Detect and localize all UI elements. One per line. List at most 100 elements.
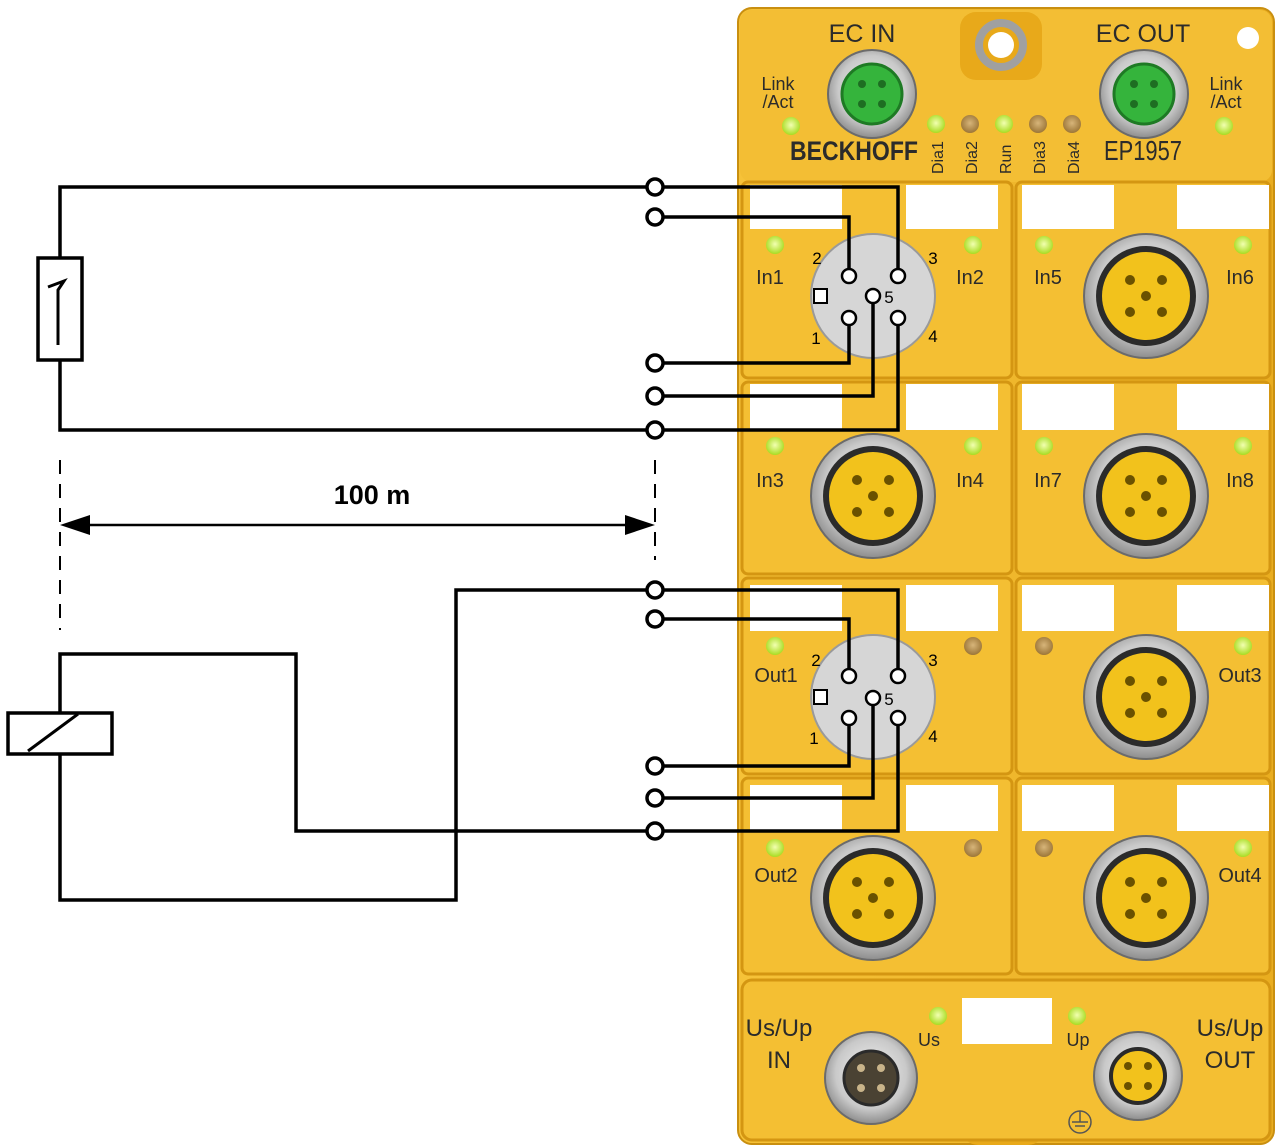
in6-led (1234, 236, 1252, 254)
out4-diag-led (1035, 839, 1053, 857)
terminal (645, 821, 665, 841)
terminal (645, 788, 665, 808)
in6-label: In6 (1226, 267, 1254, 289)
wire-actuator-supply (58, 652, 655, 833)
in3-label: In3 (756, 470, 784, 492)
terminal (645, 756, 665, 776)
wire-sensor-top (58, 185, 655, 258)
power-in-connector (824, 1031, 918, 1125)
pin-label: 1 (809, 729, 818, 748)
out3-led (1234, 637, 1252, 655)
wire-sensor-bottom (58, 360, 655, 432)
wiring (58, 185, 900, 902)
in4-led (964, 437, 982, 455)
label-field (906, 384, 998, 430)
terminal (645, 386, 665, 406)
run-label: Run (998, 145, 1015, 174)
pin-label: 1 (811, 329, 820, 348)
out2-label: Out2 (754, 865, 797, 887)
in8-led (1234, 437, 1252, 455)
socket-out4 (1083, 835, 1209, 961)
ground-symbol-icon (1068, 1110, 1092, 1134)
socket-in7-in8 (1083, 433, 1209, 559)
power-out-label-line2: OUT (1205, 1047, 1256, 1074)
ec-in-label: EC IN (829, 20, 896, 48)
in7-label: In7 (1034, 470, 1062, 492)
pin-label: 2 (811, 651, 820, 670)
dia2-label: Dia2 (964, 141, 981, 174)
brand-logo: BECKHOFF (790, 136, 918, 166)
ep1957-module: EC IN EC OUT Link /Act Link /Act BECKHOF… (737, 7, 1275, 1145)
wire-pin5-bottom (655, 705, 875, 800)
wire-pin4-top (655, 325, 900, 432)
socket-in5-in6 (1083, 233, 1209, 359)
wire-pin5-top (655, 303, 875, 398)
pin-label: 4 (928, 327, 937, 346)
arrow-left-icon (60, 515, 90, 535)
arrow-right-icon (625, 515, 655, 535)
socket-out3 (1083, 634, 1209, 760)
link-act-right-line2: /Act (1210, 92, 1241, 112)
socket-in3-in4 (810, 433, 936, 559)
label-field (1177, 185, 1269, 229)
pin-labels-bottom: 1 2 3 4 5 (809, 651, 937, 748)
label-field (906, 185, 998, 229)
out2-led (766, 839, 784, 857)
run-led (995, 115, 1013, 133)
pin-label: 4 (928, 727, 937, 746)
dia1-label: Dia1 (930, 141, 947, 174)
dia4-label: Dia4 (1066, 141, 1083, 174)
link-act-left-line2: /Act (762, 92, 793, 112)
pin-label: 3 (928, 651, 937, 670)
label-field (1022, 585, 1114, 631)
up-led (1068, 1007, 1086, 1025)
pin-label: 3 (928, 249, 937, 268)
link-act-left-line1: Link (761, 74, 795, 94)
terminals (645, 177, 665, 841)
up-label: Up (1066, 1030, 1089, 1050)
mount-hole-top-right (1237, 27, 1259, 49)
in1-label: In1 (756, 267, 784, 289)
wire-actuator-return (58, 588, 655, 902)
in7-led (1035, 437, 1053, 455)
dia3-label: Dia3 (1032, 141, 1049, 174)
relay-coil-icon (6, 711, 114, 756)
ec-out-connector (1099, 49, 1189, 139)
us-label: Us (918, 1030, 940, 1050)
out1-label: Out1 (754, 665, 797, 687)
out1-led (766, 637, 784, 655)
label-field (750, 384, 842, 430)
wire-pin3-top (655, 185, 900, 269)
in2-label: In2 (956, 267, 984, 289)
pin-labels-top: 1 2 3 4 5 (811, 249, 937, 348)
terminal (645, 177, 665, 197)
pin-label: 5 (884, 288, 893, 307)
label-field (962, 998, 1052, 1044)
in1-led (766, 236, 784, 254)
ec-in-connector (827, 49, 917, 139)
wire-pin4-bottom (655, 725, 900, 833)
distance-label: 100 m (334, 480, 411, 510)
pin-label: 5 (884, 690, 893, 709)
out4-led (1234, 839, 1252, 857)
label-field (750, 585, 842, 631)
link-act-left-led (782, 117, 800, 135)
dia3-led (1029, 115, 1047, 133)
out2-diag-led (964, 839, 982, 857)
out3-label: Out3 (1218, 665, 1261, 687)
top-mounting-ring (960, 12, 1042, 80)
dia4-led (1063, 115, 1081, 133)
wire-pin2-bottom (655, 617, 851, 669)
dia2-led (961, 115, 979, 133)
power-out-connector (1093, 1031, 1183, 1121)
power-in-label-line1: Us/Up (746, 1015, 813, 1042)
label-field (1177, 384, 1269, 430)
power-out-label-line1: Us/Up (1197, 1015, 1264, 1042)
wire-pin1-bottom (655, 725, 851, 768)
label-field (1022, 185, 1114, 229)
label-field (750, 185, 842, 229)
label-field (1177, 585, 1269, 631)
terminal (645, 207, 665, 227)
wire-pin1-top (655, 325, 851, 365)
label-field (1022, 785, 1114, 831)
